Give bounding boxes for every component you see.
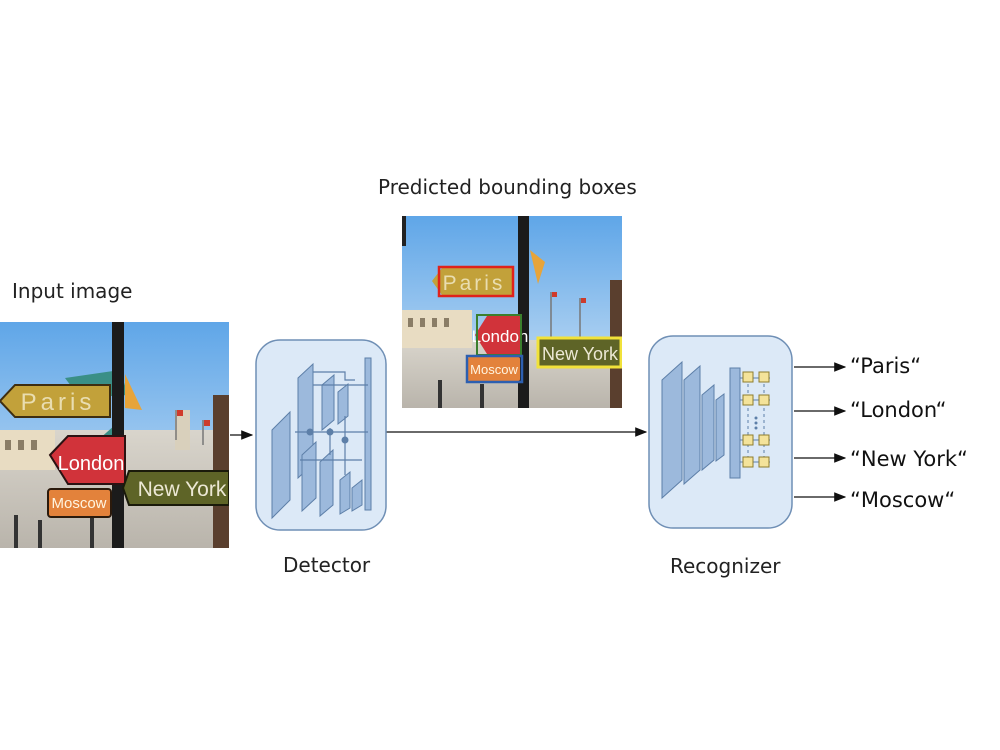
input-image-label: Input image (12, 279, 133, 303)
pred-sign-moscow-text: Moscow (470, 362, 518, 377)
pred-sign-new-york-text: New York (542, 344, 619, 364)
recognizer-module (648, 335, 793, 529)
detector-label: Detector (283, 553, 371, 577)
predicted-photo: Paris London Moscow New York (402, 216, 622, 408)
pred-sign-paris-text: Paris (443, 272, 506, 295)
detector-module (255, 339, 387, 531)
sign-london-text: London (58, 453, 125, 475)
predicted-boxes-label: Predicted bounding boxes (378, 175, 637, 199)
output-paris: “Paris“ (850, 354, 922, 378)
output-moscow: “Moscow“ (850, 488, 956, 512)
pred-sign-london-text: London (472, 327, 529, 346)
sign-new-york-text: New York (138, 478, 227, 501)
sign-moscow-text: Moscow (51, 495, 106, 512)
output-london: “London“ (850, 398, 947, 422)
recognizer-label: Recognizer (670, 554, 781, 578)
sign-paris-text: Paris (21, 389, 96, 416)
output-new-york: “New York“ (850, 447, 968, 471)
input-photo: Paris London Moscow New York (0, 322, 229, 548)
